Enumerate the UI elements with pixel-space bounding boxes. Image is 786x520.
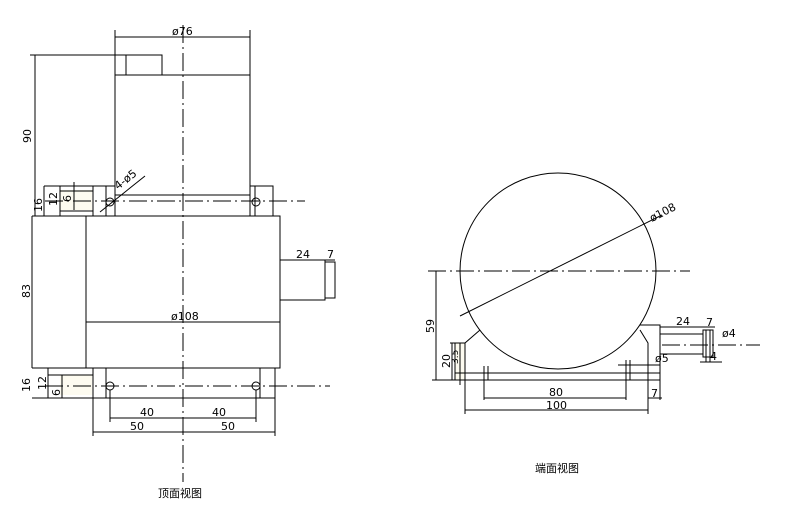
dim-s24: 24 (296, 248, 310, 261)
top-view-title: 顶面视图 (158, 486, 202, 500)
dim-w50b: 50 (221, 420, 235, 433)
dim-holes: 4-ø5 (112, 167, 139, 192)
mount-hole (251, 197, 261, 207)
dim-h16a: 16 (32, 198, 45, 212)
dim-h16b: 16 (20, 378, 33, 392)
output-shaft (279, 259, 326, 301)
base-flange (92, 367, 276, 399)
dim-d5: ø5 (655, 352, 669, 365)
dim-h12a: 12 (47, 192, 60, 206)
dim-w50a: 50 (130, 420, 144, 433)
dim-s7-end: 7 (706, 316, 713, 329)
dim-s24-end: 24 (676, 315, 690, 328)
dim-h59: 59 (424, 319, 437, 333)
dim-s7: 7 (327, 248, 334, 261)
shaft-key (324, 261, 336, 299)
dim-h20: 20 (440, 354, 453, 368)
dim-h35: 3.5 (451, 350, 461, 364)
dim-d4: ø4 (722, 327, 736, 340)
dim-d108: ø108 (171, 310, 199, 323)
dim-d76: ø76 (172, 25, 193, 38)
dim-h12b: 12 (36, 376, 49, 390)
dim-w80: 80 (549, 386, 563, 399)
dim-h6b: 6 (50, 389, 63, 396)
dim-h6a: 6 (61, 195, 74, 202)
dim-d108-end: ø108 (647, 200, 678, 224)
dim-w40b: 40 (212, 406, 226, 419)
end-view-title: 端面视图 (535, 461, 579, 475)
top-view: ø76 90 4-ø5 16 12 6 83 24 (20, 25, 336, 500)
connector-box (125, 54, 163, 76)
dim-w100: 100 (546, 399, 567, 412)
output-shaft-end (659, 333, 704, 355)
end-view: ø108 ø5 24 7 ø4 4 59 20 3.5 (424, 172, 760, 475)
dim-w40a: 40 (140, 406, 154, 419)
mount-hole (105, 197, 115, 207)
dim-s4: 4 (710, 350, 717, 363)
dim-h83: 83 (20, 284, 33, 298)
dim-w7: 7 (651, 387, 658, 400)
base-plate (454, 372, 661, 381)
motor-body (114, 74, 251, 196)
dim-h90: 90 (21, 129, 34, 143)
